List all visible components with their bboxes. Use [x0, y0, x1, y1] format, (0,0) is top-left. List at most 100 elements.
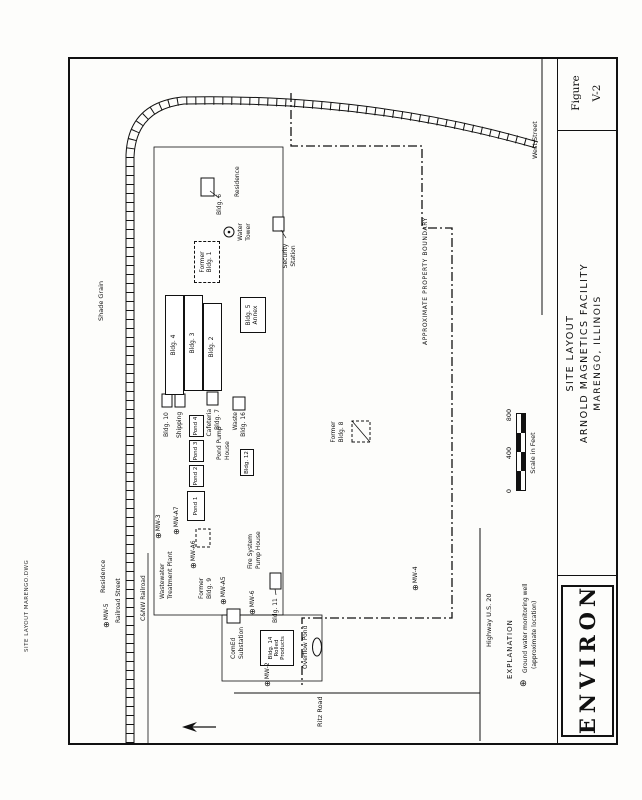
- building-10-outline: [161, 393, 173, 408]
- former-building-1-line2: Bldg. 1: [206, 251, 213, 273]
- well-mw6: ⊕ MW-6: [248, 590, 257, 615]
- well-mw2: ⊕ MW-2: [263, 662, 272, 687]
- former-building-1: Former Bldg. 1: [194, 241, 220, 283]
- building-2-label: Bldg. 2: [208, 336, 216, 358]
- title-line-2: ARNOLD MAGNETICS FACILITY: [578, 262, 590, 444]
- building-12: Bldg. 12: [240, 449, 254, 476]
- title-line-1: SITE LAYOUT: [565, 314, 576, 392]
- monitoring-well-icon: ⊕: [248, 608, 257, 615]
- railroad-ties: [126, 96, 539, 743]
- building-4-label: Bldg. 4: [170, 334, 178, 356]
- building-10-label: Bldg. 10: [163, 412, 170, 437]
- overflow-pond-outline: [312, 637, 322, 657]
- building-5-label-line2: Annex: [252, 305, 259, 325]
- monitoring-well-icon: ⊕: [154, 532, 163, 539]
- figure-word: Figure: [570, 75, 582, 111]
- overflow-pond-label: Overflow Pond: [302, 625, 309, 669]
- well-mwa5: ⊕ MW-A5: [219, 576, 228, 605]
- building-2: Bldg. 2: [203, 303, 222, 391]
- building-11-outline: [269, 572, 282, 590]
- monitoring-well-icon: ⊕: [263, 680, 272, 687]
- former-building-8-outline: [351, 420, 371, 443]
- comed-substation-label: ComEd Substation: [230, 626, 245, 659]
- environ-logo-text: ENVIRON: [575, 582, 600, 735]
- fire-system-pump-house-label: Fire System Pump House: [247, 531, 262, 569]
- west-yard-fence-line: [221, 614, 323, 682]
- waste-building-16-label: Waste Bldg. 16: [232, 412, 247, 437]
- residence-north-label: Residence: [99, 559, 107, 593]
- building-3-label: Bldg. 3: [189, 332, 197, 354]
- building-6-label: Bldg. 6: [216, 193, 223, 215]
- scale-tick-0: 0: [505, 488, 513, 494]
- well-mwa7: ⊕ MW-A7: [172, 506, 181, 535]
- plant-fence-line: [153, 146, 284, 616]
- pond-pump-house-label: Pond Pump House: [216, 426, 231, 460]
- security-station-leader: [280, 229, 287, 239]
- building-5-annex: Bldg. 5 Annex: [240, 297, 266, 333]
- drawing-filename-note: SITE LAYOUT MARENGO.DWG: [24, 559, 30, 652]
- railroad-street-label: Railroad Street: [115, 578, 122, 623]
- legend-monitoring-well-icon: ⊕: [519, 679, 529, 687]
- former-building-8-label: Former Bldg. 8: [330, 421, 345, 443]
- legend-item-note: (approximate location): [531, 600, 538, 669]
- legend-item-text: Ground water monitoring well: [522, 583, 529, 673]
- building-14-rolled-products: Bldg. 14 Rolled Products: [260, 630, 294, 666]
- scale-bar: [516, 413, 526, 491]
- property-boundary-line: [290, 93, 453, 685]
- monitoring-well-icon: ⊕: [172, 528, 181, 535]
- water-tower-center-dot: [227, 230, 231, 234]
- comed-substation-outline: [226, 608, 241, 624]
- waste-building-16-outline: [232, 396, 246, 411]
- building-3: Bldg. 3: [184, 295, 203, 391]
- figure-number: V-2: [591, 84, 603, 102]
- building-6-leader: [209, 190, 220, 199]
- ritz-road-label: Ritz Road: [316, 696, 324, 727]
- railroad-rail-outer: [125, 96, 539, 743]
- former-building-9-outline: [195, 528, 211, 548]
- property-boundary-label: APPROXIMATE PROPERTY BOUNDARY: [422, 217, 429, 345]
- legend-heading: EXPLANATION: [506, 619, 514, 679]
- pond-1: Pond 1: [187, 491, 205, 521]
- former-building-8-diagonal: [351, 420, 371, 443]
- figure-frame: West Street Highway U.S. 20 Ritz Road Ra…: [68, 57, 618, 745]
- railroad-rail-inner: [133, 103, 537, 743]
- title-strip-divider: [557, 59, 558, 743]
- cnw-railroad-label: C&NW Railroad: [140, 575, 147, 621]
- pond-4: Pond 4: [189, 415, 204, 437]
- pond-2: Pond 2: [189, 465, 204, 487]
- monitoring-well-icon: ⊕: [189, 562, 198, 569]
- figure-box-divider: [557, 130, 618, 131]
- north-arrow: [182, 722, 216, 732]
- wastewater-treatment-plant-label: Wastewater Treatment Plant: [159, 551, 174, 599]
- well-mw5: ⊕ MW-5: [102, 603, 111, 628]
- shade-grain-label: Shade Grain: [97, 280, 105, 321]
- title-block: SITE LAYOUT ARNOLD MAGNETICS FACILITY MA…: [564, 163, 605, 543]
- shipping-outline: [174, 393, 186, 408]
- shipping-label: Shipping: [176, 411, 183, 438]
- highway-us20-label: Highway U.S. 20: [485, 593, 493, 647]
- security-station-label: Security Station: [282, 243, 297, 269]
- scale-tick-400: 400: [505, 446, 513, 460]
- environ-logo: ENVIRON: [561, 582, 614, 737]
- residence-east-label: Residence: [234, 166, 241, 197]
- west-street-label: West Street: [531, 121, 539, 159]
- monitoring-well-icon: ⊕: [219, 598, 228, 605]
- pond-3: Pond 3: [189, 440, 204, 462]
- building-11-label: Bldg. 11: [272, 598, 279, 623]
- cafeteria-building-7-outline: [206, 391, 219, 406]
- site-plan-linework: [125, 57, 543, 743]
- water-tower-icon: [223, 226, 235, 238]
- former-building-9-label: Former Bldg. 9: [198, 577, 213, 599]
- well-mw4: ⊕ MW-4: [411, 566, 420, 591]
- scale-caption: Scale in Feet: [529, 432, 537, 474]
- building-11-leader: [274, 588, 277, 596]
- monitoring-well-icon: ⊕: [102, 621, 111, 628]
- well-mw3: ⊕ MW-3: [154, 514, 163, 539]
- logo-box-divider: [557, 575, 618, 576]
- well-mwa6: ⊕ MW-A6: [189, 540, 198, 569]
- building-6-outline: [200, 177, 215, 197]
- monitoring-well-icon: ⊕: [411, 584, 420, 591]
- building-4: Bldg. 4: [165, 295, 184, 395]
